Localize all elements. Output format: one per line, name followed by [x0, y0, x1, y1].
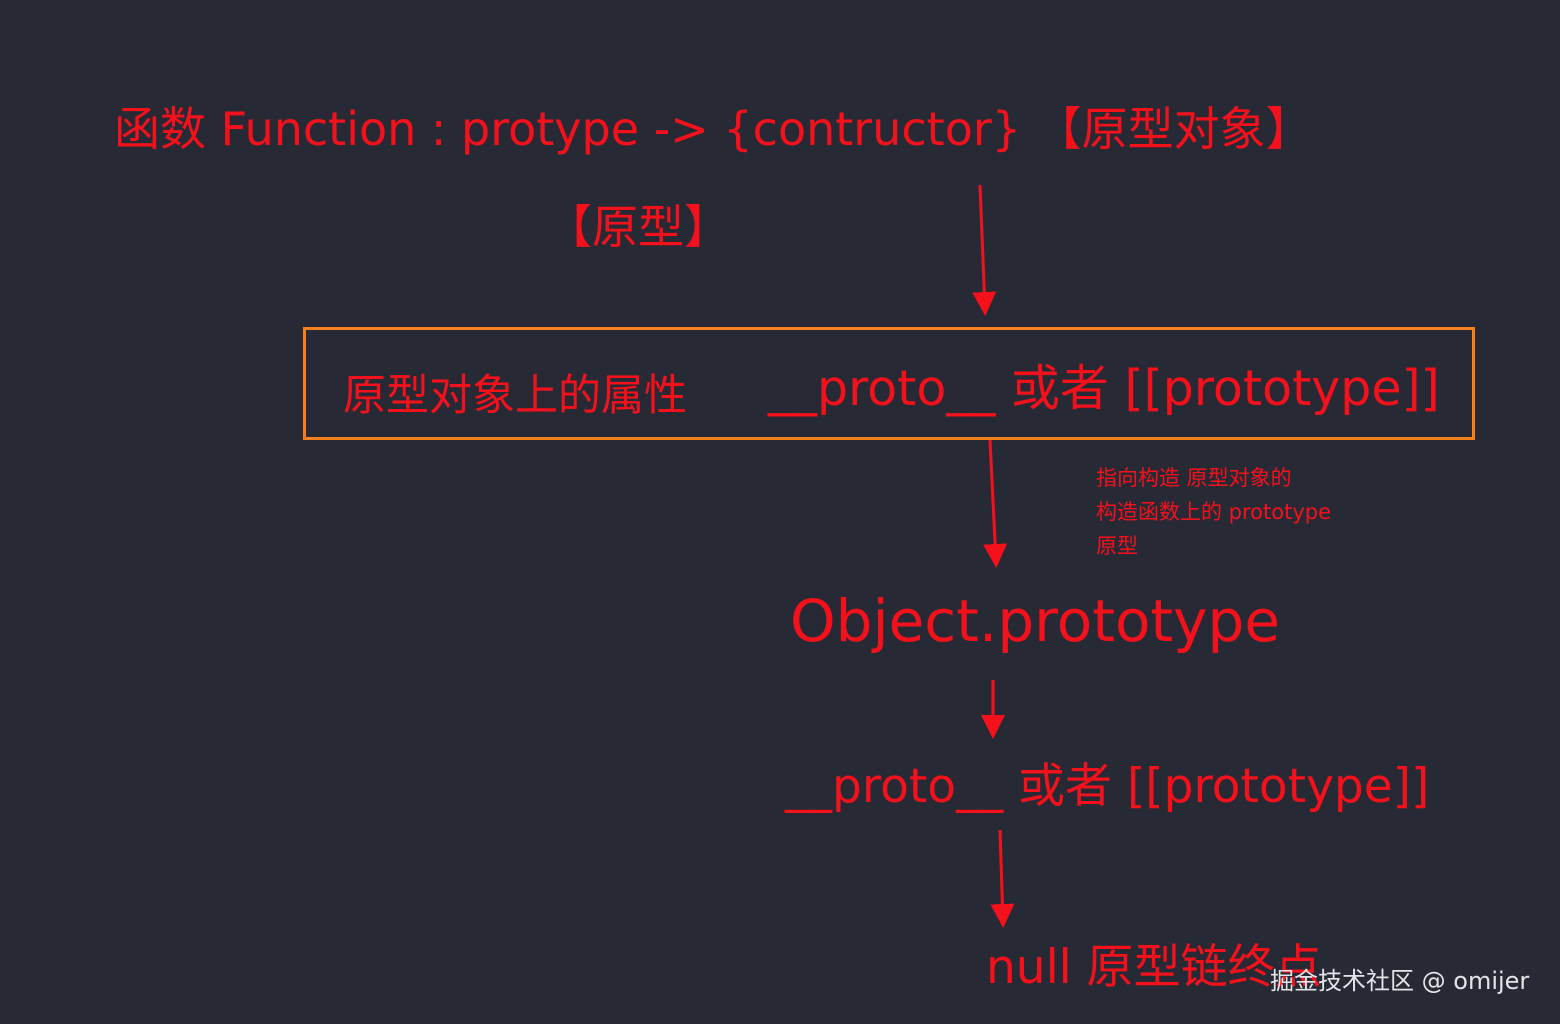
note-line-1: 指向构造 原型对象的: [1096, 466, 1292, 490]
arrow-1: [972, 184, 997, 316]
arrow-2: [983, 439, 1008, 568]
watermark: 掘金技术社区 @ omijer: [1270, 967, 1530, 995]
note-line-2: 构造函数上的 prototype: [1096, 500, 1332, 524]
proto-again: __proto__ 或者 [[prototype]]: [785, 759, 1430, 814]
chain-end: null 原型链终点: [986, 940, 1322, 995]
note-line-3: 原型: [1096, 534, 1138, 558]
title: 函数 Function : protype -> {contructor} 【原…: [114, 102, 1312, 156]
box-right-text: __proto__ 或者 [[prototype]]: [768, 360, 1440, 417]
arrow-4: [990, 829, 1015, 928]
prototype-object-box: [303, 327, 1475, 440]
box-left-text: 原型对象上的属性: [343, 371, 687, 421]
object-prototype: Object.prototype: [790, 587, 1280, 655]
prototype-label: 【原型】: [546, 200, 730, 254]
